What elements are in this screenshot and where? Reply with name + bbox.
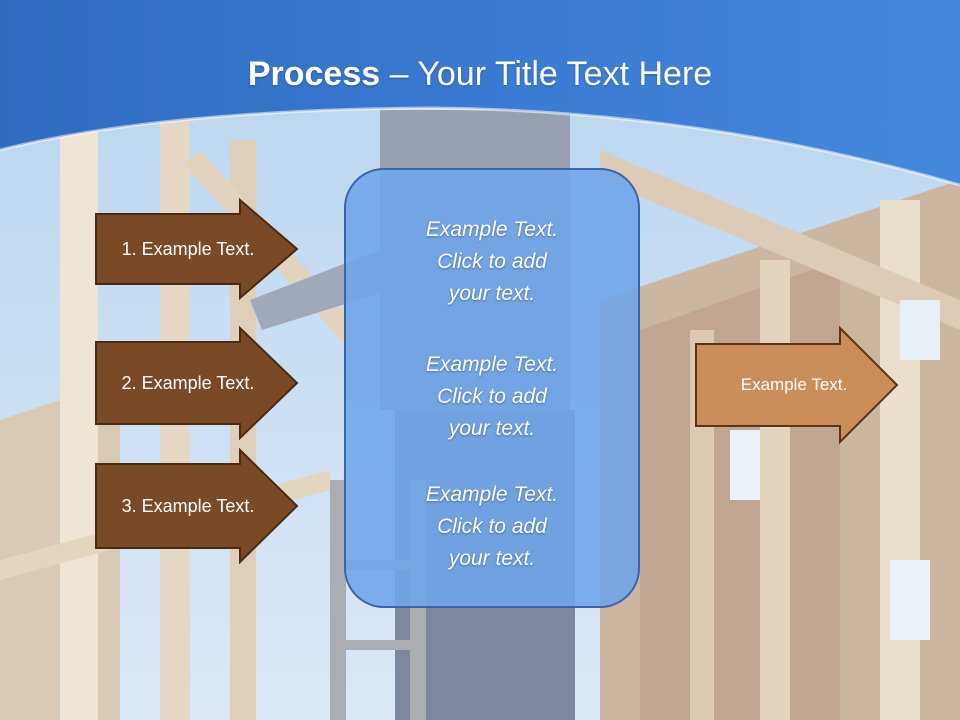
step-arrow-3[interactable]: 3. Example Text. — [94, 448, 300, 564]
paragraph-line: Example Text. — [425, 483, 559, 506]
center-paragraph-2: Example Text. Click to add your text. — [346, 349, 638, 445]
paragraph-line: Example Text. — [425, 353, 559, 376]
arrow-shape — [695, 326, 899, 444]
arrow-shape — [95, 198, 299, 300]
paragraph-line: your text. — [448, 282, 536, 305]
header-band — [0, 0, 960, 187]
arrow-shape — [95, 448, 299, 564]
paragraph-line: your text. — [448, 547, 536, 570]
result-label: Example Text. — [740, 375, 848, 394]
center-paragraph-1: Example Text. Click to add your text. — [346, 214, 638, 310]
center-paragraph-3: Example Text. Click to add your text. — [346, 479, 638, 575]
step-label-2: 2. Example Text. — [121, 372, 255, 393]
center-text-box[interactable]: Example Text. Click to add your text. Ex… — [344, 168, 640, 608]
paragraph-line: Example Text. — [425, 218, 559, 241]
step-arrow-1[interactable]: 1. Example Text. — [94, 198, 300, 300]
step-label-1: 1. Example Text. — [121, 238, 255, 259]
paragraph-line: Click to add — [437, 385, 547, 408]
paragraph-line: Click to add — [437, 515, 547, 538]
step-label-3: 3. Example Text. — [121, 495, 255, 516]
paragraph-line: your text. — [448, 417, 536, 440]
result-arrow[interactable]: Example Text. — [694, 326, 900, 444]
arrow-shape — [95, 326, 299, 440]
slide-title: Process – Your Title Text Here — [0, 52, 960, 96]
title-bold: Process — [247, 55, 381, 93]
step-arrow-2[interactable]: 2. Example Text. — [94, 326, 300, 440]
title-rest: – Your Title Text Here — [380, 55, 713, 93]
paragraph-line: Click to add — [437, 250, 547, 273]
